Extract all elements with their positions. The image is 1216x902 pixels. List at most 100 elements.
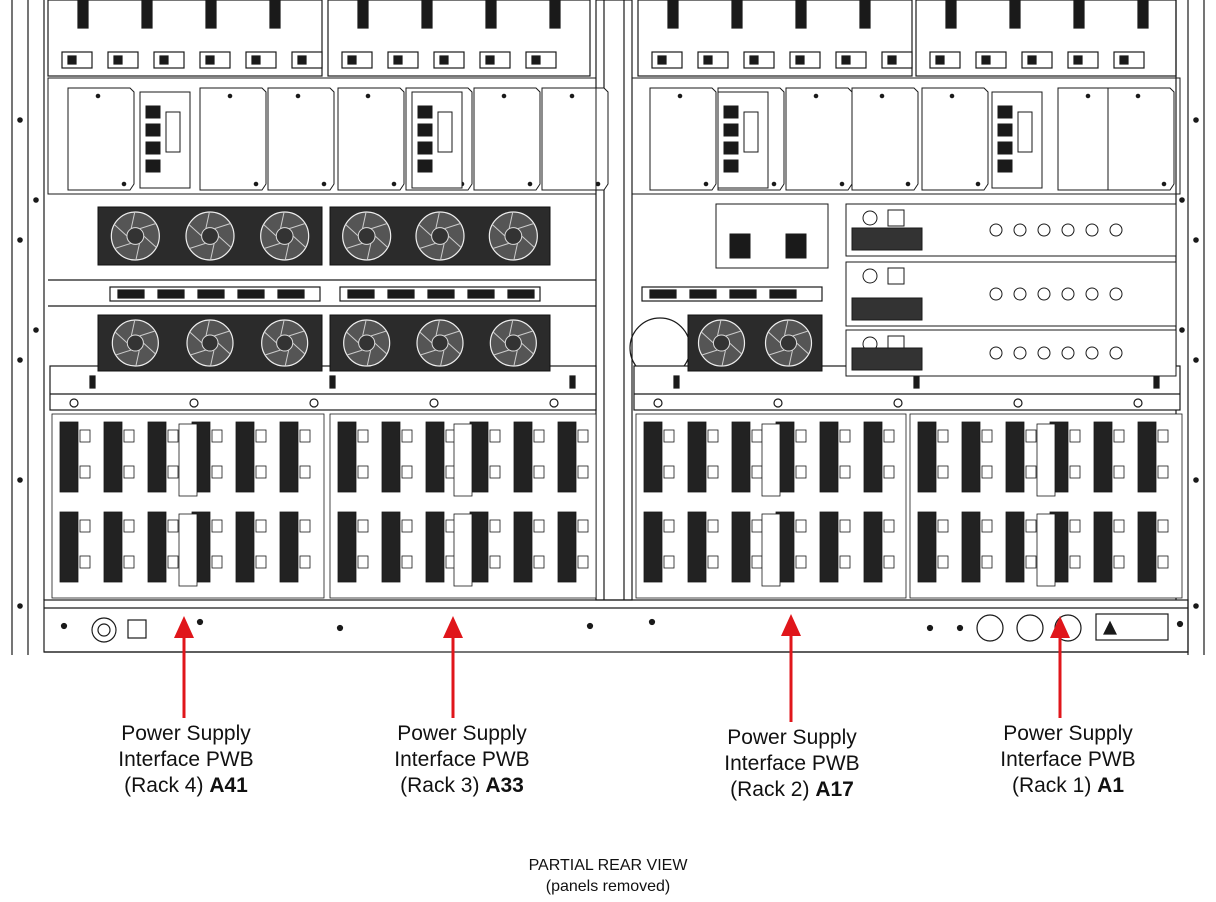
psu-pad xyxy=(79,429,91,443)
psu-pad xyxy=(533,519,545,533)
connector-pin xyxy=(981,55,991,65)
rail-tab xyxy=(673,375,680,389)
mount-hole xyxy=(1179,197,1185,203)
io-connector xyxy=(769,289,797,299)
terminal xyxy=(127,619,147,639)
cable-port xyxy=(1016,614,1044,642)
psu-heatsink xyxy=(469,421,489,493)
fan-blade xyxy=(517,223,534,230)
rail-screw xyxy=(653,398,663,408)
fan-blade xyxy=(288,330,305,337)
stack-pin xyxy=(417,159,433,173)
io-connector xyxy=(117,289,145,299)
callout-arrow-head xyxy=(1050,616,1070,638)
callout-label-rack2: Power Supply Interface PWB (Rack 2) A17 xyxy=(724,726,860,801)
stack-latch xyxy=(437,111,453,153)
psu-pad xyxy=(577,429,589,443)
mount-hole xyxy=(17,357,23,363)
psu-pad xyxy=(981,555,993,569)
psu-heatsink xyxy=(279,511,299,583)
psu-heatsink xyxy=(381,421,401,493)
io-connector xyxy=(729,289,757,299)
fan-blade xyxy=(189,242,206,249)
fan-blade xyxy=(264,242,281,249)
psu-heatsink xyxy=(1093,421,1113,493)
psu-pad xyxy=(937,519,949,533)
psu-pad xyxy=(167,429,179,443)
base-plate xyxy=(43,599,1189,653)
fan-blade xyxy=(768,349,785,356)
psu-pad xyxy=(883,519,895,533)
connector-pin xyxy=(347,55,357,65)
bay-screw xyxy=(501,93,507,99)
psu-pad xyxy=(751,465,763,479)
connector-pin xyxy=(251,55,261,65)
fan-blade xyxy=(767,331,781,344)
figure-caption: PARTIAL REAR VIEW (panels removed) xyxy=(408,855,808,897)
psu-pad xyxy=(795,465,807,479)
fan-hub xyxy=(126,227,145,245)
psu-pad xyxy=(839,555,851,569)
cassette-bay xyxy=(67,87,135,191)
top-connector xyxy=(107,51,139,69)
fan-blade xyxy=(188,224,202,237)
psu-heatsink xyxy=(557,421,577,493)
connector-pin xyxy=(703,55,713,65)
psu-heatsink xyxy=(381,511,401,583)
top-header xyxy=(859,0,871,29)
fan-hub xyxy=(431,227,449,245)
top-connector xyxy=(697,51,729,69)
top-connector xyxy=(651,51,683,69)
psu-interface-slot xyxy=(1036,513,1056,587)
top-connector xyxy=(835,51,867,69)
fan-blade xyxy=(263,224,277,237)
ref-designator: A41 xyxy=(209,774,248,797)
fan-blade xyxy=(419,242,436,249)
psu-pad xyxy=(1025,429,1037,443)
module-jack xyxy=(1037,346,1051,360)
mount-hole xyxy=(33,327,39,333)
fan-blade xyxy=(513,349,518,367)
bay-screw xyxy=(949,93,955,99)
psu-pad xyxy=(401,465,413,479)
psu-pad xyxy=(577,465,589,479)
fan-blade xyxy=(139,330,156,337)
top-header xyxy=(1137,0,1149,29)
stack-pin xyxy=(145,105,161,119)
fan-blade xyxy=(115,349,132,356)
psu-pad xyxy=(79,519,91,533)
mount-hole xyxy=(1193,477,1199,483)
bay-screw xyxy=(905,181,911,187)
warning-plate xyxy=(1095,613,1169,641)
psu-pad xyxy=(981,465,993,479)
cassette-bay xyxy=(785,87,853,191)
psu-interface-slot xyxy=(453,513,473,587)
fan-blade xyxy=(508,211,514,229)
fan-blade xyxy=(346,242,363,249)
bay-screw xyxy=(391,181,397,187)
mount-hole xyxy=(17,477,23,483)
psu-pad xyxy=(663,555,675,569)
psu-pad xyxy=(255,429,267,443)
bay-screw xyxy=(295,93,301,99)
module-jack xyxy=(1037,223,1051,237)
fan-blade xyxy=(362,319,367,337)
bay-screw xyxy=(365,93,371,99)
rail-tab xyxy=(913,375,920,389)
psu-heatsink xyxy=(1093,511,1113,583)
psu-pad xyxy=(255,519,267,533)
psu-pad xyxy=(123,519,135,533)
io-connector xyxy=(197,289,225,299)
psu-pad xyxy=(79,555,91,569)
psu-pad xyxy=(981,429,993,443)
connector-pin xyxy=(439,55,449,65)
fan-blade xyxy=(210,243,215,261)
fan-blade xyxy=(361,211,367,229)
psu-interface-slot xyxy=(178,513,198,587)
module-vent xyxy=(851,227,923,251)
connector-pin xyxy=(841,55,851,65)
psu-pad xyxy=(751,555,763,569)
bay-screw xyxy=(95,93,101,99)
psu-heatsink xyxy=(513,421,533,493)
